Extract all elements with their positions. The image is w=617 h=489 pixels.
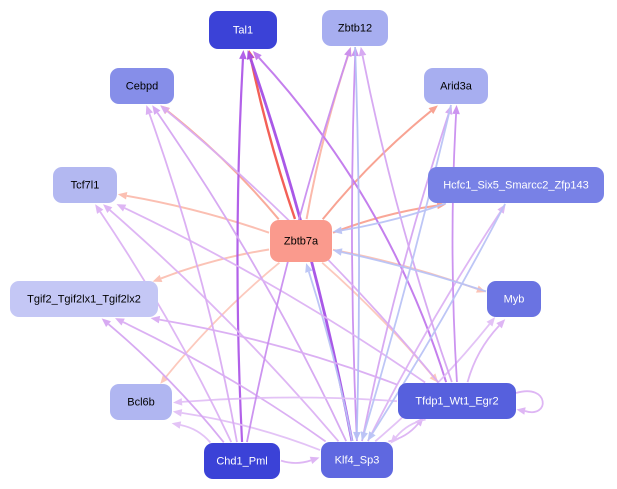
graph-edge: [180, 424, 212, 444]
graph-node-Cebpd: Cebpd: [110, 68, 174, 104]
edge-arrowhead: [309, 456, 320, 464]
graph-edge: [321, 262, 434, 377]
node-box: [110, 68, 174, 104]
edge-arrowhead: [116, 204, 127, 212]
edge-arrowhead: [95, 204, 104, 214]
node-box: [487, 281, 541, 317]
graph-edge-self-loop: [515, 390, 544, 414]
graph-edge: [258, 56, 448, 383]
graph-edge: [249, 58, 297, 220]
node-box: [110, 384, 172, 420]
edge-arrowhead: [152, 274, 163, 282]
node-box: [270, 220, 332, 262]
graph-edge: [107, 323, 225, 443]
edge-arrowhead: [239, 50, 247, 60]
edge-arrowhead: [428, 105, 438, 115]
graph-edge: [351, 55, 358, 442]
graph-node-Tfdp1_Wt1_Egr2: Tfdp1_Wt1_Egr2: [398, 383, 516, 419]
graph-edge: [165, 262, 280, 378]
edge-arrowhead: [486, 317, 496, 327]
node-box: [424, 68, 488, 104]
graph-edge: [371, 203, 506, 434]
edge-arrowhead: [247, 50, 255, 60]
edge-arrowhead: [150, 315, 161, 324]
edge-arrowhead: [367, 431, 376, 441]
node-box: [398, 383, 516, 419]
graph-edge: [160, 248, 270, 280]
graph-node-Tal1: Tal1: [209, 11, 277, 49]
graph-edge: [341, 202, 447, 232]
node-box: [10, 281, 158, 317]
graph-edge: [181, 396, 398, 403]
edge-arrowhead: [390, 434, 400, 444]
graph-edge: [395, 418, 426, 438]
graph-edge: [280, 459, 312, 464]
graph-node-Hcfc1_Six5_Smarcc2_Zfp143: Hcfc1_Six5_Smarcc2_Zfp143: [428, 167, 604, 203]
edge-arrowhead: [145, 105, 153, 115]
graph-edge: [361, 113, 450, 442]
graph-node-Chd1_Pml: Chd1_Pml: [204, 443, 280, 479]
node-box: [209, 11, 277, 49]
graph-edge: [159, 318, 398, 386]
edge-arrowhead: [332, 226, 343, 235]
graph-edge: [126, 194, 270, 234]
node-box: [322, 10, 388, 46]
edge-arrowhead: [101, 318, 111, 328]
edge-arrowhead: [344, 47, 352, 57]
edge-arrowhead: [360, 431, 368, 441]
edge-arrowhead: [305, 263, 313, 273]
graph-edge: [122, 321, 327, 443]
edge-arrowhead: [358, 46, 367, 57]
graph-edge: [305, 55, 349, 220]
graph-edge: [124, 207, 426, 384]
edge-arrowhead: [252, 51, 262, 61]
edge-arrowhead: [353, 431, 361, 441]
edge-layer: [95, 46, 544, 464]
graph-edge: [109, 209, 340, 442]
graph-node-Myb: Myb: [487, 281, 541, 317]
edge-arrowhead: [115, 318, 125, 326]
graph-edge: [466, 325, 500, 383]
node-box: [321, 442, 393, 478]
edge-arrowhead: [516, 407, 526, 415]
graph-edge: [361, 55, 453, 383]
graph-edge: [363, 104, 452, 433]
edge-arrowhead: [103, 204, 113, 213]
node-box: [428, 167, 604, 203]
graph-node-Zbtb7a: Zbtb7a: [270, 220, 332, 262]
node-box: [204, 443, 280, 479]
graph-node-Zbtb12: Zbtb12: [322, 10, 388, 46]
graph-edge: [236, 58, 245, 443]
edge-arrowhead: [160, 105, 170, 114]
graph-node-Bcl6b: Bcl6b: [110, 384, 172, 420]
edge-arrowhead: [160, 374, 169, 384]
graph-edge: [167, 110, 280, 220]
graph-node-Klf4_Sp3: Klf4_Sp3: [321, 442, 393, 478]
graph-edge: [321, 110, 432, 220]
edge-arrowhead: [171, 421, 182, 429]
graph-edge: [156, 112, 347, 442]
graph-edge: [148, 113, 238, 443]
graph-edge: [99, 211, 233, 443]
edge-arrowhead: [152, 105, 161, 115]
graph-edge: [307, 271, 354, 442]
graph-edge: [354, 46, 360, 433]
edge-arrowhead: [172, 409, 183, 417]
graph-node-Tcf7l1: Tcf7l1: [53, 167, 117, 203]
graph-edge: [451, 113, 458, 383]
graph-edge: [367, 211, 502, 442]
edge-arrowhead: [117, 192, 128, 200]
edge-arrowhead: [496, 319, 506, 329]
graph-node-Arid3a: Arid3a: [424, 68, 488, 104]
edge-arrowhead: [173, 398, 183, 406]
graph-node-Tgif2_Tgif2lx1_Tgif2lx2: Tgif2_Tgif2lx1_Tgif2lx2: [10, 281, 158, 317]
edge-arrowhead: [332, 248, 343, 256]
edge-arrowhead: [452, 105, 460, 115]
node-box: [53, 167, 117, 203]
graph-edge: [181, 412, 321, 451]
